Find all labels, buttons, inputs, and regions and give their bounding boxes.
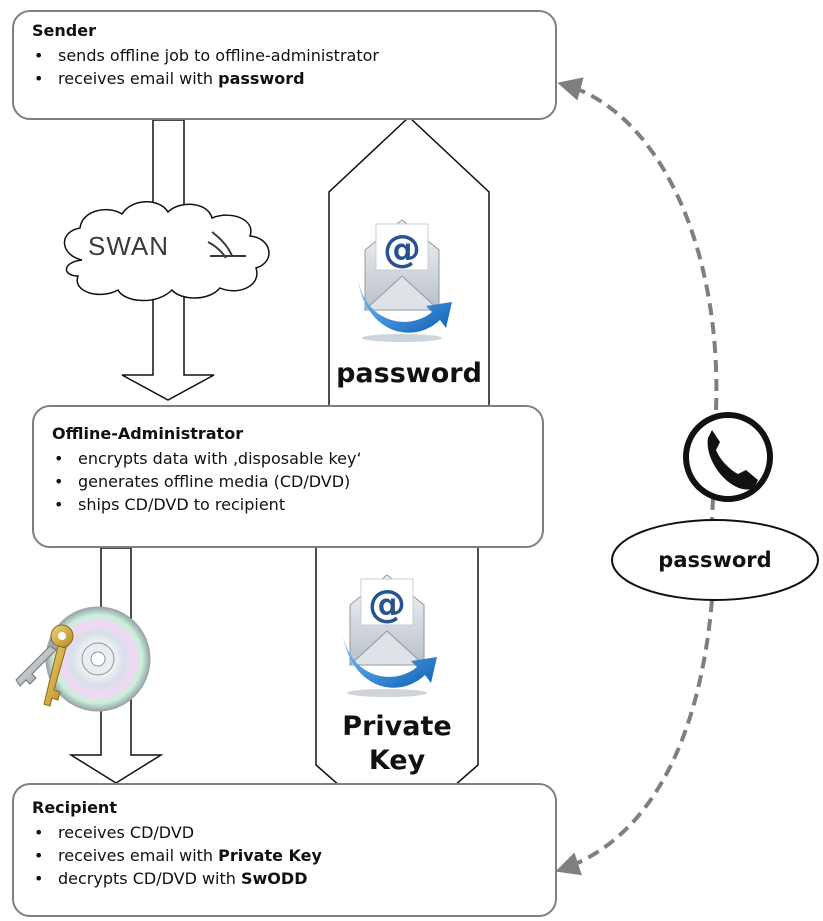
svg-text:@: @ — [383, 227, 421, 271]
list-item: receives CD/DVD — [32, 821, 537, 844]
sender-title: Sender — [32, 21, 96, 40]
email-password-label: password — [336, 358, 482, 389]
list-item: receives email with password — [32, 67, 537, 90]
swan-swoosh-icon — [207, 231, 246, 259]
list-item: encrypts data with ‚disposable key‘ — [52, 447, 524, 470]
email-private-key-label: Private Key — [342, 711, 452, 776]
list-item: sends offline job to offline-administrat… — [32, 44, 537, 67]
offline-admin-title: Offline-Administrator — [52, 424, 244, 443]
recipient-title: Recipient — [32, 798, 117, 817]
cloud-icon — [63, 201, 270, 302]
list-item: receives email with Private Key — [32, 844, 537, 867]
offline-admin-bullets: encrypts data with ‚disposable key‘ gene… — [52, 447, 524, 516]
list-item: generates offline media (CD/DVD) — [52, 470, 524, 493]
phone-password-label: password — [658, 548, 772, 572]
recipient-bullets: receives CD/DVD receives email with Priv… — [32, 821, 537, 890]
dashed-arrow-to-recipient — [555, 599, 714, 876]
envelope-at-icon: @ — [358, 219, 452, 342]
sender-bullets: sends offline job to offline-administrat… — [32, 44, 537, 90]
sender-box: Sender sends offline job to offline-admi… — [12, 10, 557, 120]
password-ellipse — [611, 519, 819, 601]
cd-with-keys-icon — [15, 606, 151, 712]
svg-text:@: @ — [368, 582, 406, 626]
recipient-box: Recipient receives CD/DVD receives email… — [12, 783, 557, 917]
offline-admin-box: Offline-Administrator encrypts data with… — [32, 405, 544, 548]
list-item: decrypts CD/DVD with SwODD — [32, 867, 537, 890]
list-item: ships CD/DVD to recipient — [52, 493, 524, 516]
swan-logo: SWAN — [88, 231, 169, 261]
dashed-arrow-to-sender — [557, 77, 719, 411]
phone-icon — [683, 412, 773, 502]
envelope-at-icon: @ — [343, 574, 437, 697]
